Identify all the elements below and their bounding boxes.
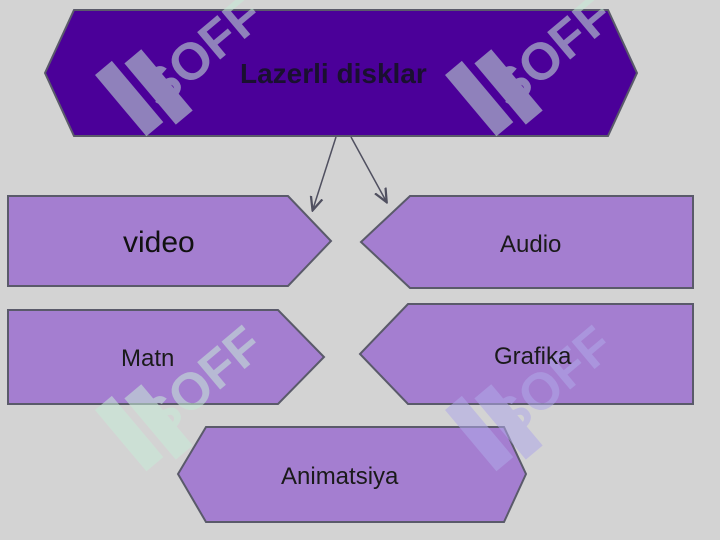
matn-node-label: Matn: [121, 345, 175, 372]
matn-node-shape: [7, 309, 326, 405]
animatsiya-node-label: Animatsiya: [281, 463, 399, 490]
video-node-shape: [7, 195, 333, 287]
arrow-to-video: [313, 136, 337, 209]
grafika-node-shape: [358, 303, 694, 405]
arrow-to-audio: [350, 136, 386, 201]
grafika-node-label: Grafika: [494, 343, 572, 370]
audio-node-label: Audio: [500, 231, 562, 258]
root-node-label: Lazerli disklar: [240, 58, 427, 89]
audio-node-shape: [359, 195, 694, 289]
video-node-label: video: [123, 226, 195, 259]
